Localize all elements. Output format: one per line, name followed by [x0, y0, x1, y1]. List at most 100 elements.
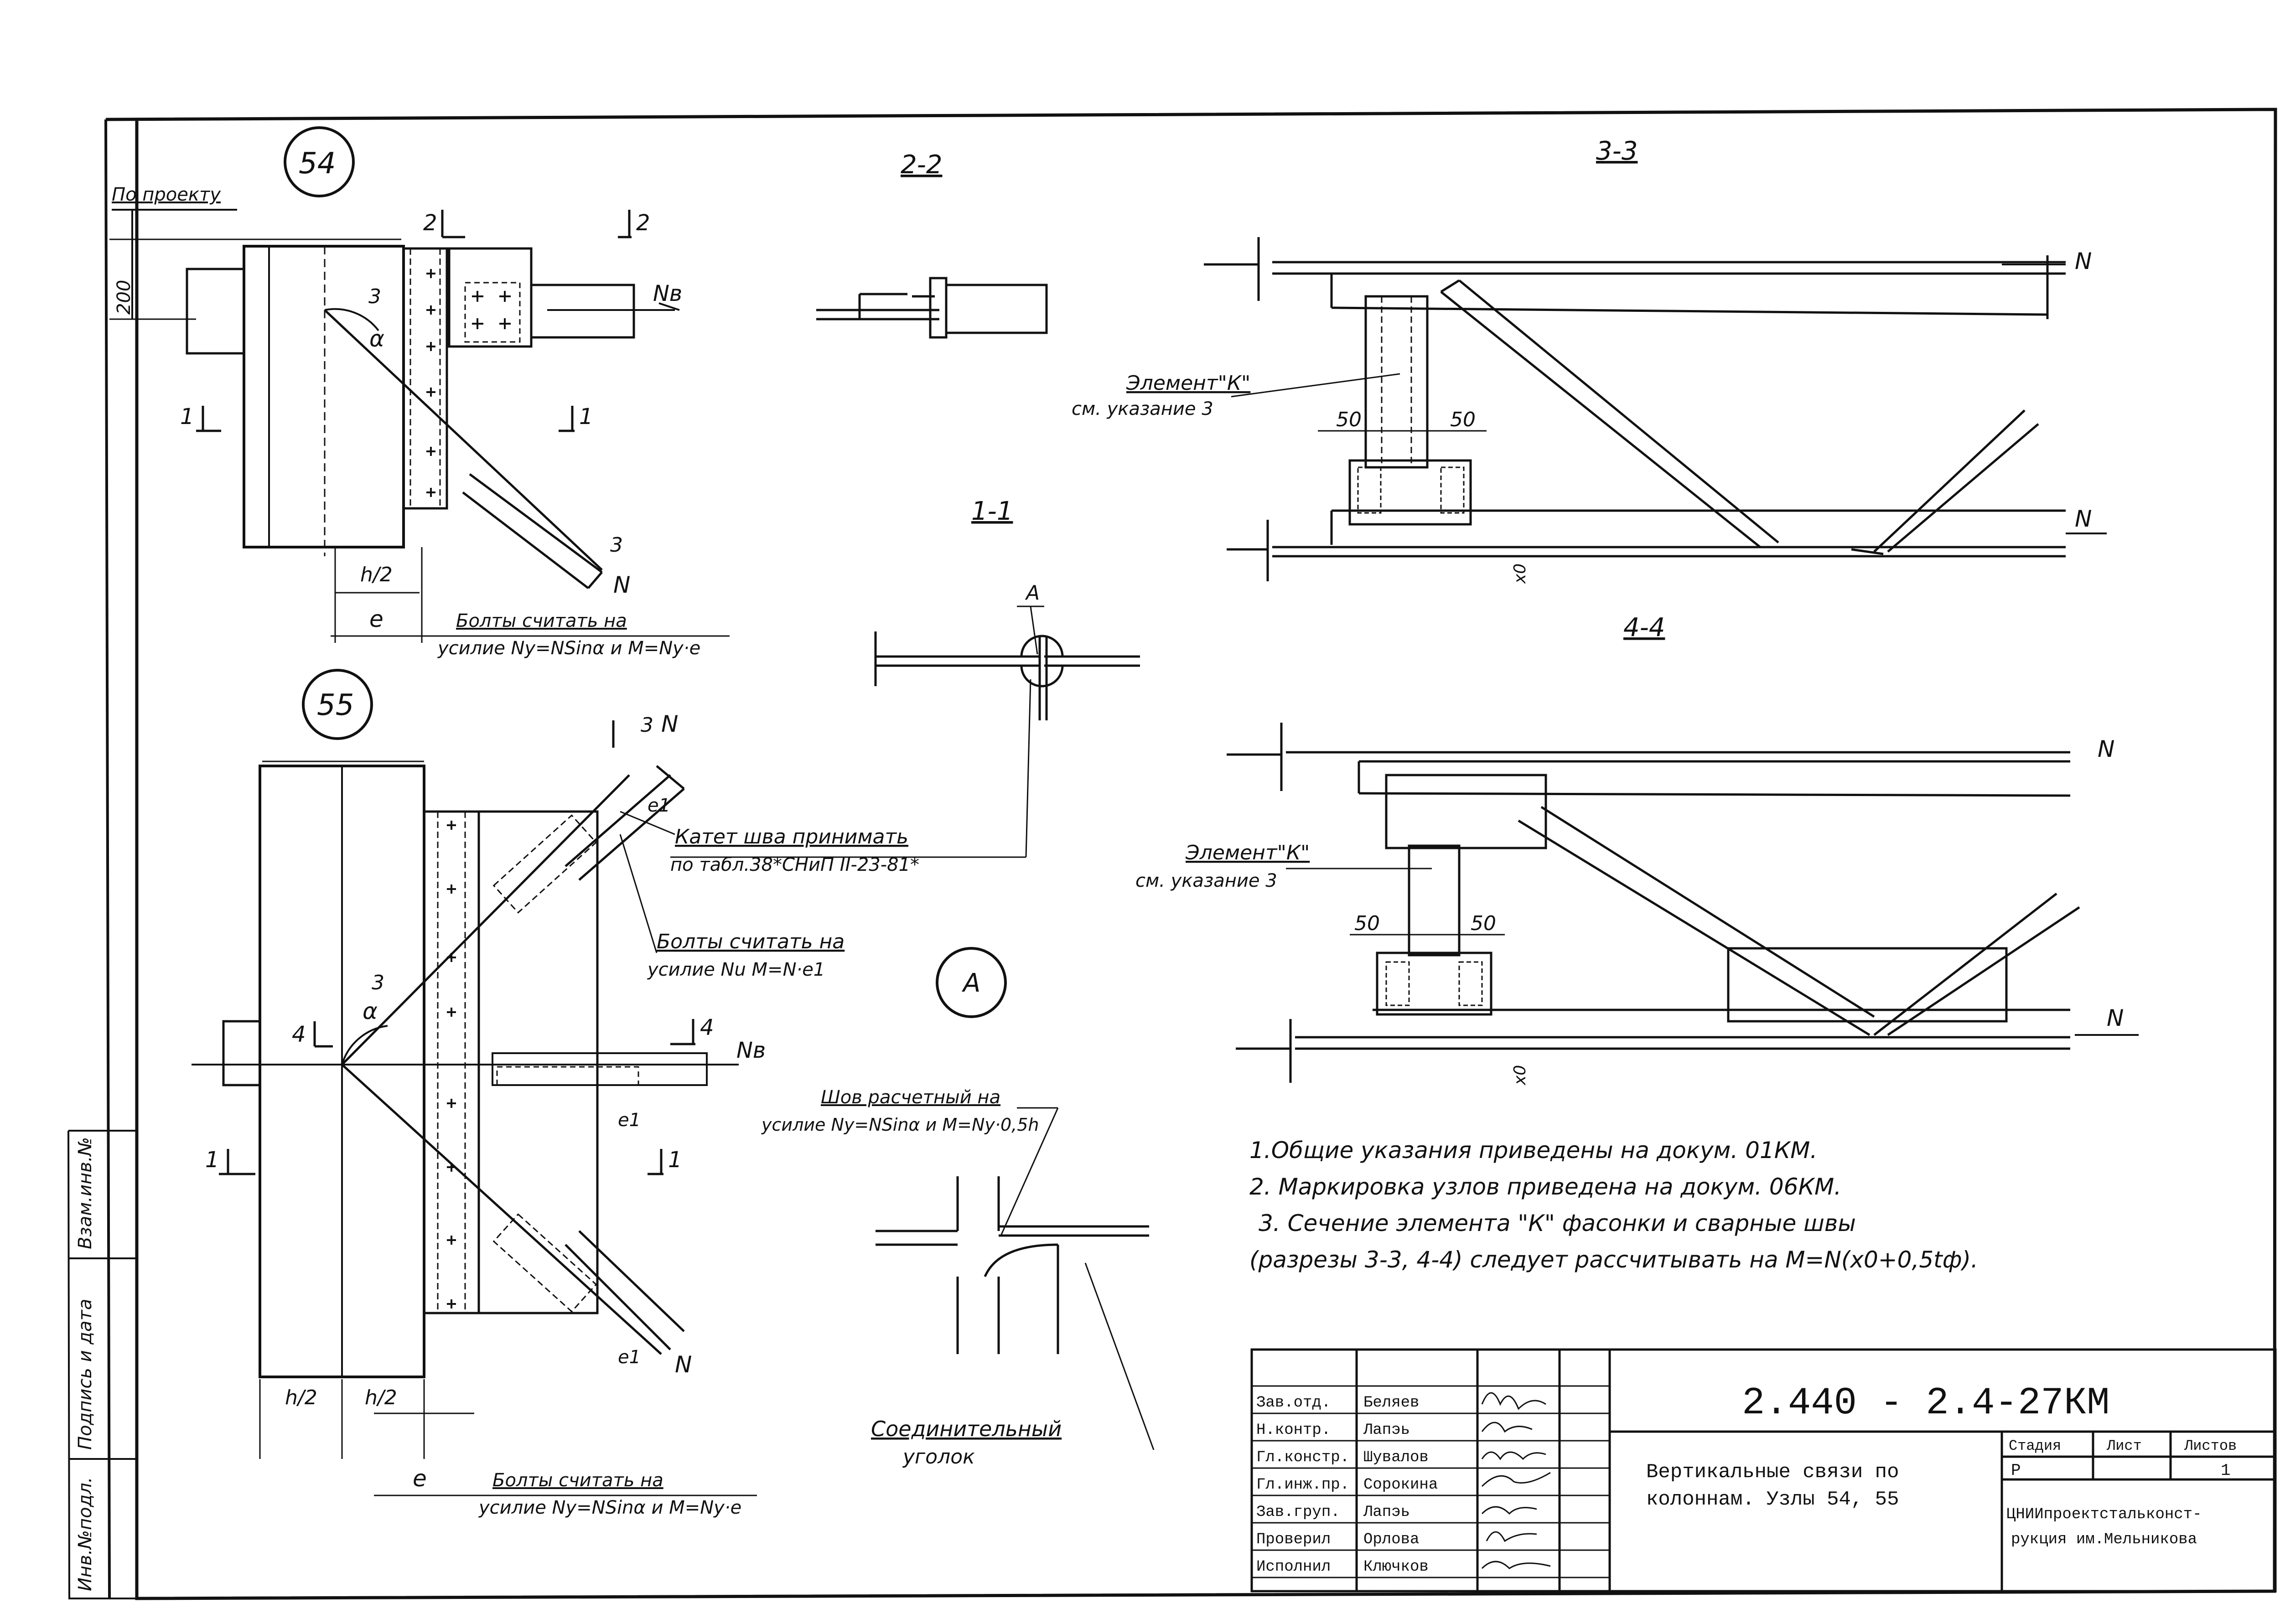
signatures — [1481, 1392, 1551, 1569]
staff-role-5: Проверил — [1256, 1531, 1331, 1548]
label-N-54: N — [613, 572, 630, 598]
note-1: 1.Общие указания приведены на докум. 01К… — [1249, 1137, 1817, 1164]
stage-header: Стадия — [2009, 1438, 2061, 1454]
elemK4-line2: см. указание 3 — [1135, 870, 1277, 891]
dim-e1-55a: e1 — [648, 795, 670, 816]
elemK3-line2: см. указание 3 — [1072, 398, 1213, 419]
mark-1-54a: 1 — [180, 404, 194, 429]
side-stamp-sign: Подпись и дата — [75, 1299, 96, 1450]
boltsNu-line2: усилие Nu M=N·e1 — [647, 959, 825, 980]
staff-role-0: Зав.отд. — [1256, 1394, 1331, 1412]
soed-line2: уголок — [902, 1445, 975, 1469]
section-4-4: 4-4 — [1135, 613, 2139, 1086]
note-4: (разрезы 3-3, 4-4) следует рассчитывать … — [1249, 1246, 1978, 1273]
x0-4-4: x0 — [1511, 1065, 1529, 1086]
elemK4-line1: Элемент"К" — [1185, 841, 1310, 864]
dim-e-54: e — [369, 606, 383, 632]
mark-1-54b: 1 — [579, 404, 593, 429]
alpha-54: α — [369, 326, 384, 352]
dim-200: 200 — [114, 280, 135, 315]
staff-role-4: Зав.груп. — [1256, 1504, 1340, 1521]
section-3-3: 3-3 — [1072, 136, 2107, 584]
dim-50-4-4-b: 50 — [1471, 912, 1496, 935]
side-stamp: Инв.№подл. Подпись и дата Взам.инв.№ — [75, 1137, 96, 1591]
mark-4-55b: 4 — [700, 1015, 714, 1040]
label-Ne-54: Nв — [653, 281, 682, 306]
kateti-line2: по табл.38*СНиП II-23-81* — [670, 854, 919, 875]
mark-1-55b: 1 — [668, 1147, 682, 1173]
dim-h2-55a: h/2 — [285, 1386, 317, 1409]
sheet-number: 1 — [2221, 1461, 2231, 1480]
node-54-number: 54 — [299, 147, 336, 181]
staff-name-6: Ключков — [1363, 1558, 1429, 1576]
bolts54-line1: Болты считать на — [456, 610, 627, 631]
bolts55-line2: усилие Ny=NSinα и M=Ny·e — [478, 1497, 741, 1518]
note-2: 2. Маркировка узлов приведена на докум. … — [1249, 1174, 1841, 1200]
staff-name-3: Сорокина — [1363, 1476, 1438, 1494]
shov-line1: Шов расчетный на — [821, 1087, 1000, 1108]
org-line2: рукция им.Мельникова — [2011, 1531, 2197, 1548]
label-N-3-3-bot: N — [2075, 506, 2092, 532]
staff-role-3: Гл.инж.пр. — [1256, 1476, 1349, 1494]
label-Ne-55: Nв — [736, 1038, 766, 1063]
label-N-4-4-bot: N — [2107, 1005, 2124, 1031]
sheet-header: Лист — [2106, 1438, 2142, 1454]
elemK3-line1: Элемент"К" — [1126, 372, 1250, 395]
section-4-4-title: 4-4 — [1623, 613, 1665, 642]
staff-role-2: Гл.констр. — [1256, 1449, 1349, 1466]
dim-50-4-4-a: 50 — [1354, 912, 1380, 935]
bolts54-line2: усилие Ny=NSinα и M=Ny·e — [437, 638, 700, 659]
mark-3-54a: 3 — [368, 285, 381, 308]
note-3: 3. Сечение элемента "К" фасонки и сварны… — [1259, 1210, 1856, 1236]
staff-name-5: Орлова — [1363, 1531, 1419, 1548]
mark-4-55a: 4 — [292, 1022, 306, 1047]
soed-line1: Соединительный — [871, 1417, 1062, 1441]
side-stamp-vzam: Взам.инв.№ — [75, 1137, 96, 1249]
section-2-2: 2-2 — [816, 150, 1048, 339]
callouts: Катет шва принимать по табл.38*СНиП II-2… — [619, 811, 1155, 1469]
staff-role-1: Н.контр. — [1256, 1422, 1331, 1439]
section-3-3-title: 3-3 — [1596, 136, 1637, 166]
label-N-55-top: N — [661, 711, 678, 737]
alpha-55: α — [363, 998, 378, 1024]
mark-2-54a: 2 — [423, 210, 437, 236]
sheet-frame — [67, 108, 2277, 1600]
staff-name-0: Беляев — [1363, 1394, 1419, 1412]
staff-name-1: Лапэь — [1363, 1422, 1410, 1439]
node-55: 55 Nв — [192, 669, 766, 1518]
po-proektu-label: По проекту — [112, 184, 221, 205]
dim-50-3-3-a: 50 — [1336, 408, 1362, 431]
stage-value: Р — [2011, 1461, 2021, 1480]
mark-3-55a: 3 — [372, 971, 384, 994]
label-N-4-4-top: N — [2098, 736, 2114, 762]
section-2-2-title: 2-2 — [901, 150, 942, 180]
dim-h2-55b: h/2 — [365, 1386, 397, 1409]
bolts55-line1: Болты считать на — [492, 1470, 663, 1491]
staff-role-6: Исполнил — [1256, 1558, 1331, 1576]
node-54: 54 По проекту 200 — [109, 126, 730, 659]
dim-e-55: e — [413, 1465, 427, 1492]
sheet-title-line1: Вертикальные связи по — [1646, 1461, 1899, 1484]
dim-e1-55b: e1 — [618, 1110, 641, 1131]
section-1-1: 1-1 А — [670, 497, 1140, 858]
staff-name-4: Лапэь — [1363, 1504, 1410, 1521]
staff-name-2: Шувалов — [1363, 1449, 1429, 1466]
org-line1: ЦНИИпроектстальконст- — [2006, 1506, 2202, 1523]
document-code: 2.440 - 2.4-27КМ — [1742, 1382, 2110, 1425]
sheets-header: Листов — [2184, 1438, 2237, 1454]
section-1-1-title: 1-1 — [971, 497, 1013, 526]
kateti-line1: Катет шва принимать — [675, 825, 908, 848]
node-55-number: 55 — [317, 688, 354, 722]
label-N-3-3-top: N — [2075, 248, 2092, 274]
mark-3-54b: 3 — [610, 533, 623, 557]
mark-1-55a: 1 — [205, 1147, 219, 1173]
shov-line2: усилие Ny=NSinα и M=Ny·0,5h — [761, 1115, 1039, 1135]
node-54-marker — [284, 126, 355, 197]
section-1-1-A: А — [1025, 581, 1040, 605]
node-A-marker — [936, 947, 1007, 1018]
general-notes: 1.Общие указания приведены на докум. 01К… — [1249, 1137, 1978, 1273]
mark-3-55b: 3 — [641, 714, 653, 737]
node-55-marker — [302, 669, 373, 740]
x0-3-3: x0 — [1511, 564, 1529, 584]
